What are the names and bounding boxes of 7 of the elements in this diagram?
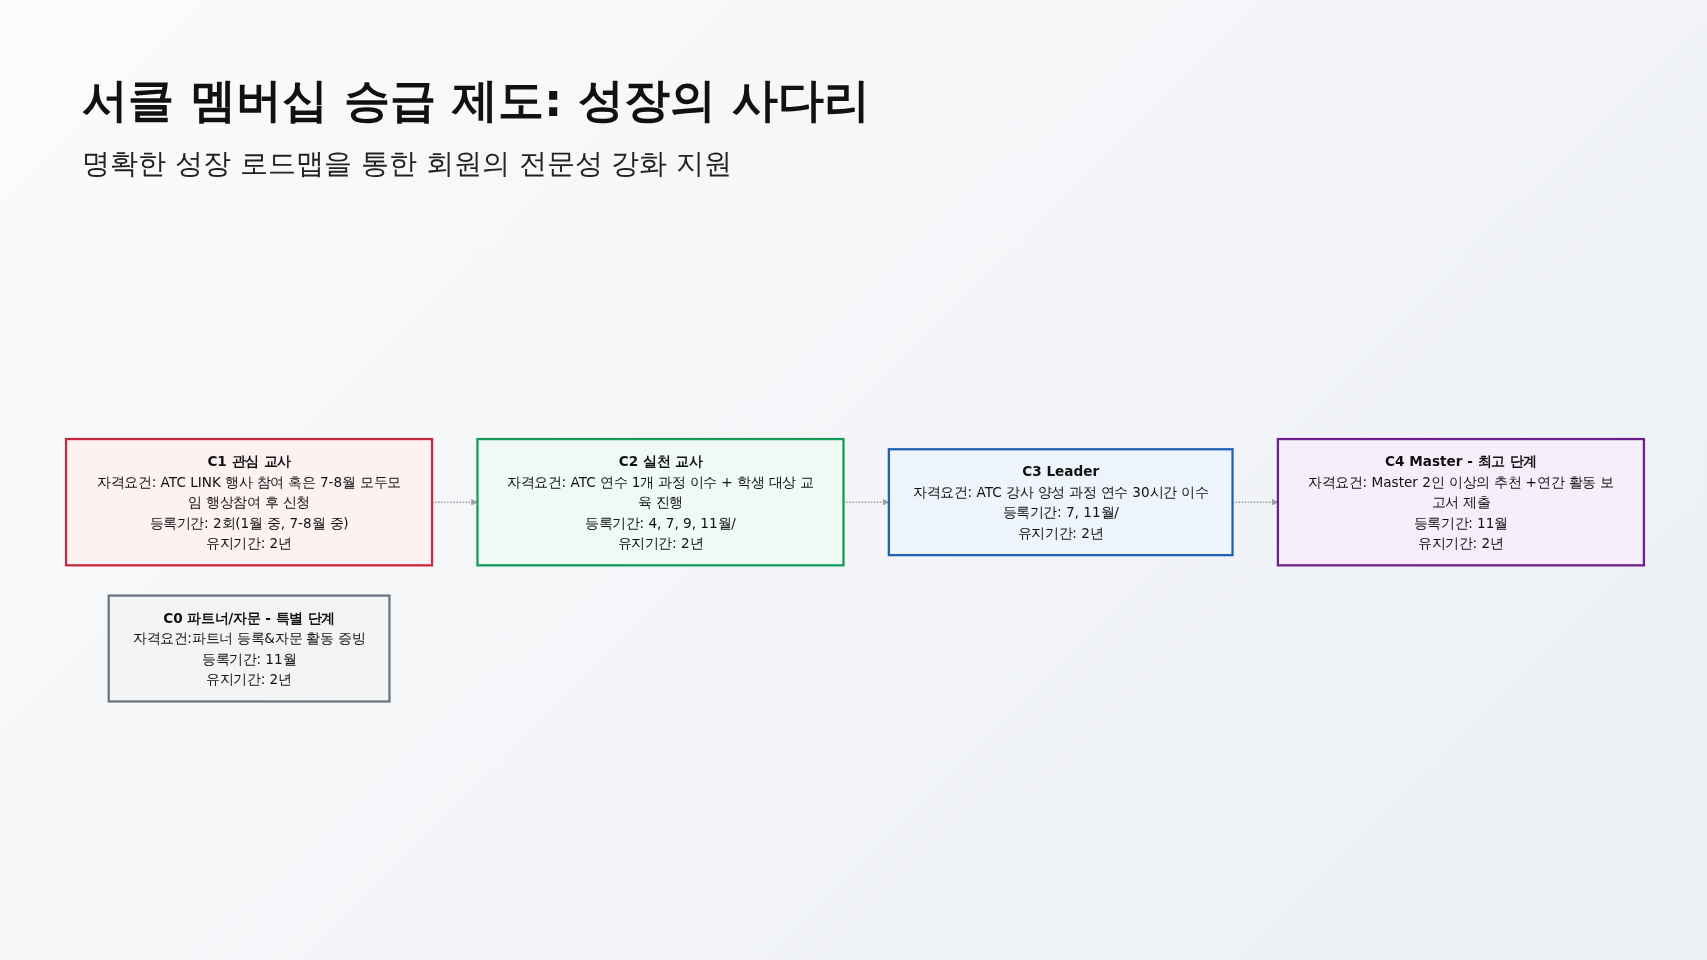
node-box: C1 관심 교사 자격요건: ATC LINK 행사 참여 혹은 7-8월 모두모임 행상참여 후 신청 등록기간: 2회(1월 중, 7-8월 중) 유지기간: 2년 <box>64 437 434 567</box>
node-box: C2 실천 교사 자격요건: ATC 연수 1개 과정 이수 + 학생 대상 교육 진행 등록기간: 4, 7, 9, 11월/ 유지기간: 2년 <box>476 437 845 567</box>
subtitle: 명확한 성장 로드맵을 통한 회원의 전문성 강화 지원 <box>82 146 733 182</box>
node-box: C0 파트너/자문 - 특별 단계 자격요건:파트너 등록&자문 활동 증빙 등록기간: 11월 유지기간: 2년 <box>107 594 391 703</box>
node-box: C3 Leader 자격요건: ATC 강사 양성 과정 연수 30시간 이수 등록기간: 7, 11월/ 유지기간: 2년 <box>887 447 1234 556</box>
title: 서클 멤버십 승급 제도: 성장의 사다리 <box>82 72 871 129</box>
node-box: C4 Master - 최고 단계 자격요건: Master 2인 이상의 추천 +연간 활동 보고서 제출 등록기간: 11월 유지기간: 2년 <box>1276 437 1646 567</box>
